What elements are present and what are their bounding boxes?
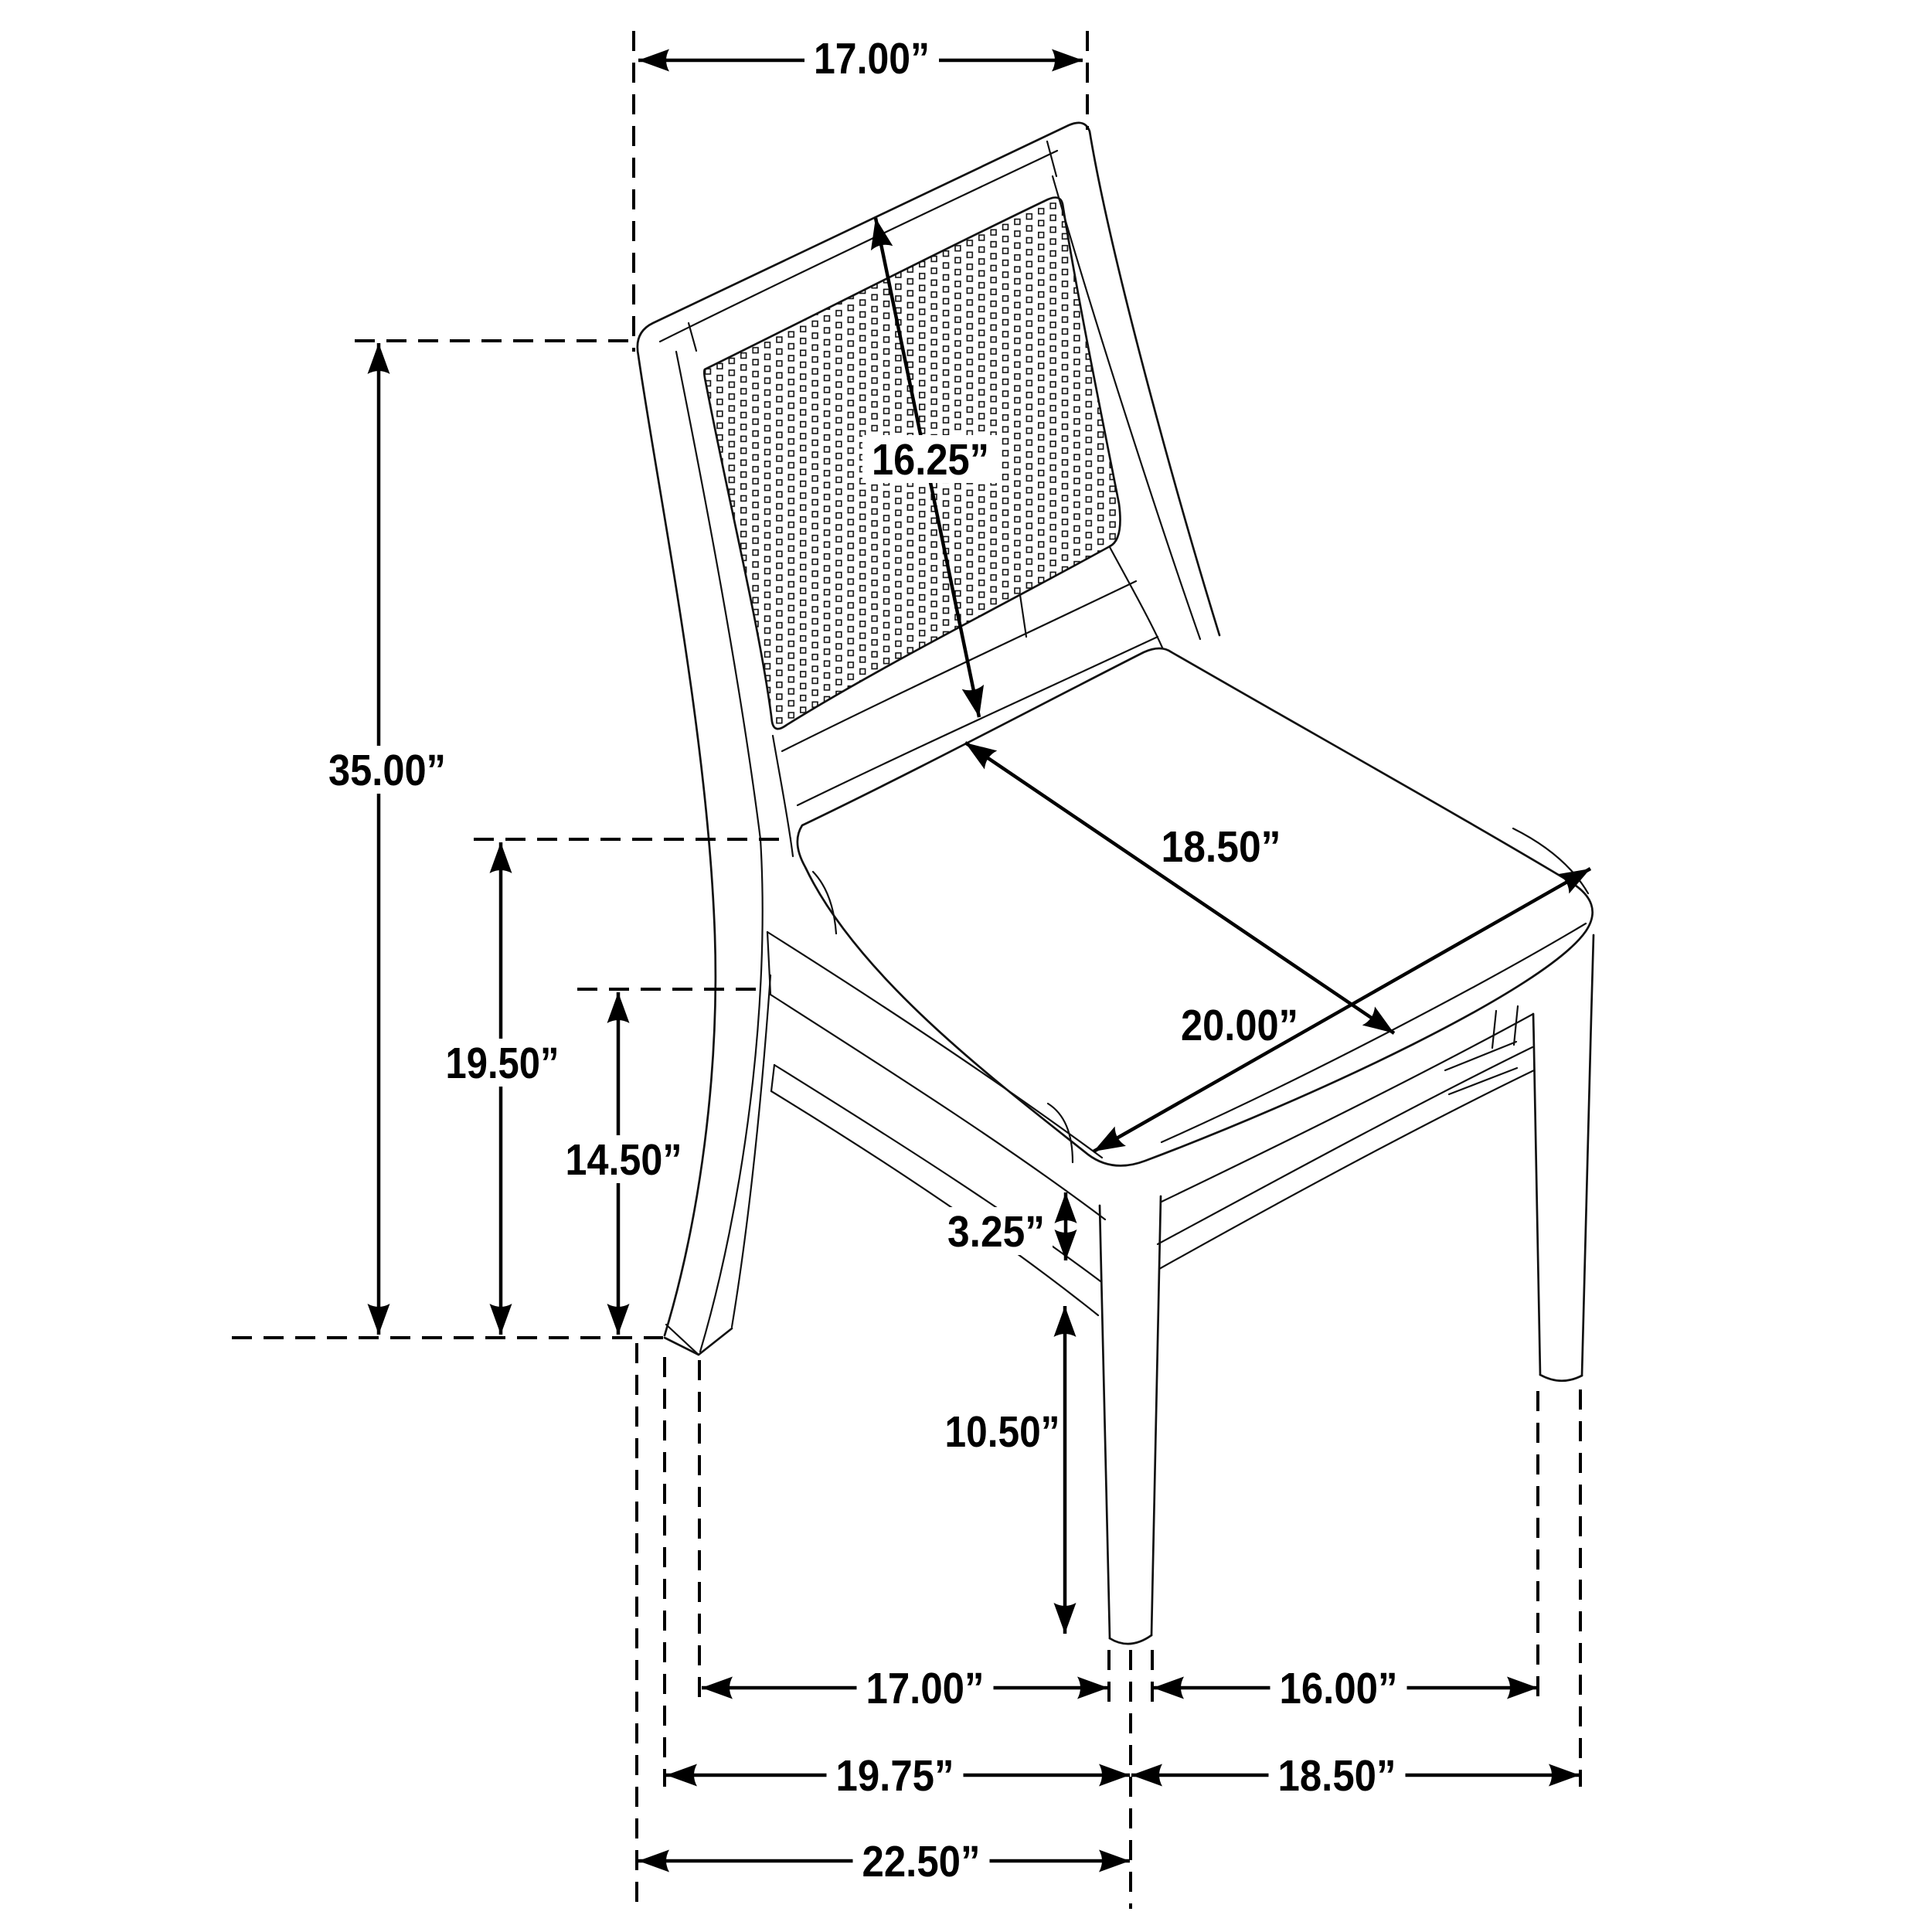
svg-text:3.25”: 3.25” <box>947 1207 1045 1257</box>
svg-text:16.25”: 16.25” <box>872 435 989 485</box>
svg-text:35.00”: 35.00” <box>328 746 446 795</box>
svg-text:19.75”: 19.75” <box>836 1751 954 1801</box>
svg-text:17.00”: 17.00” <box>866 1664 985 1713</box>
svg-text:20.00”: 20.00” <box>1181 1001 1298 1050</box>
svg-text:18.50”: 18.50” <box>1278 1751 1396 1801</box>
svg-text:14.50”: 14.50” <box>566 1135 682 1185</box>
svg-text:16.00”: 16.00” <box>1280 1664 1398 1713</box>
svg-text:19.50”: 19.50” <box>446 1039 560 1088</box>
svg-text:10.50”: 10.50” <box>945 1407 1060 1457</box>
svg-text:22.50”: 22.50” <box>862 1837 981 1886</box>
svg-text:17.00”: 17.00” <box>814 34 930 83</box>
svg-text:18.50”: 18.50” <box>1162 822 1281 872</box>
